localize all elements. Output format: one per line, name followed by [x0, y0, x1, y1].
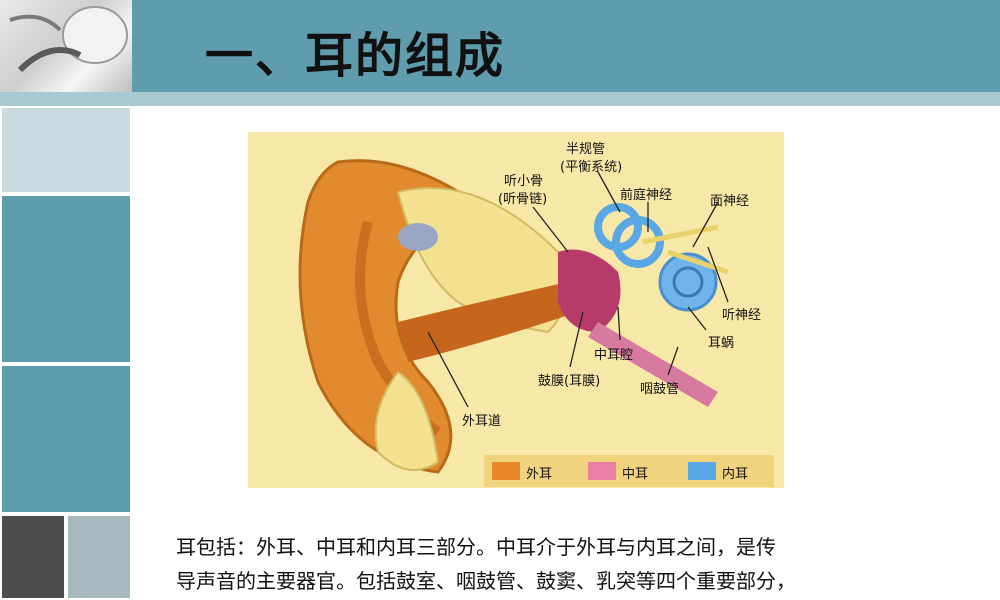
label-middle-ear-cavity: 中耳腔	[594, 348, 634, 363]
label-cochlea: 耳蜗	[708, 336, 735, 351]
ear-diagram: 半规管 (平衡系统) 听小骨 (听骨链) 前庭神经 面神经 听神经 耳蜗 中耳腔…	[248, 132, 784, 488]
legend-swatch-middle-ear	[588, 462, 616, 480]
label-facial-nerve: 面神经	[710, 194, 750, 209]
label-vestibular-nerve: 前庭神经	[620, 188, 673, 203]
body-line-1: 耳包括：外耳、中耳和内耳三部分。中耳介于外耳与内耳之间，是传	[176, 535, 776, 559]
side-cell	[66, 514, 132, 600]
legend-label-outer-ear: 外耳	[526, 467, 553, 482]
side-cell	[0, 106, 132, 194]
side-panel	[0, 106, 132, 600]
label-external-ear-canal: 外耳道	[462, 414, 502, 429]
label-semicircular-canals: 半规管	[566, 142, 606, 157]
legend-swatch-inner-ear	[688, 462, 716, 480]
label-auditory-nerve: 听神经	[722, 308, 762, 323]
label-ossicular-chain: (听骨链)	[498, 192, 548, 207]
page-title: 一、耳的组成	[205, 28, 506, 84]
legend-label-middle-ear: 中耳	[622, 467, 649, 482]
ear-legend: 外耳 中耳 内耳	[484, 455, 774, 487]
label-balance-system: (平衡系统)	[560, 160, 623, 175]
legend-swatch-outer-ear	[492, 462, 520, 480]
header-rule	[0, 92, 1000, 106]
label-eustachian-tube: 咽鼓管	[640, 382, 680, 397]
header-photo	[0, 0, 132, 92]
stethoscope-photo-icon	[9, 6, 128, 73]
side-cell	[0, 514, 66, 600]
label-eardrum: 鼓膜(耳膜)	[538, 374, 601, 389]
label-ossicles: 听小骨	[504, 174, 544, 189]
side-cell	[0, 364, 132, 514]
side-cell	[0, 194, 132, 364]
ear-anatomy-illustration	[298, 159, 729, 474]
body-paragraph: 耳包括：外耳、中耳和内耳三部分。中耳介于外耳与内耳之间，是传 导声音的主要器官。…	[176, 530, 936, 598]
legend-label-inner-ear: 内耳	[722, 467, 749, 482]
body-line-2: 导声音的主要器官。包括鼓室、咽鼓管、鼓窦、乳突等四个重要部分，	[176, 569, 796, 593]
header-band	[0, 0, 1000, 92]
